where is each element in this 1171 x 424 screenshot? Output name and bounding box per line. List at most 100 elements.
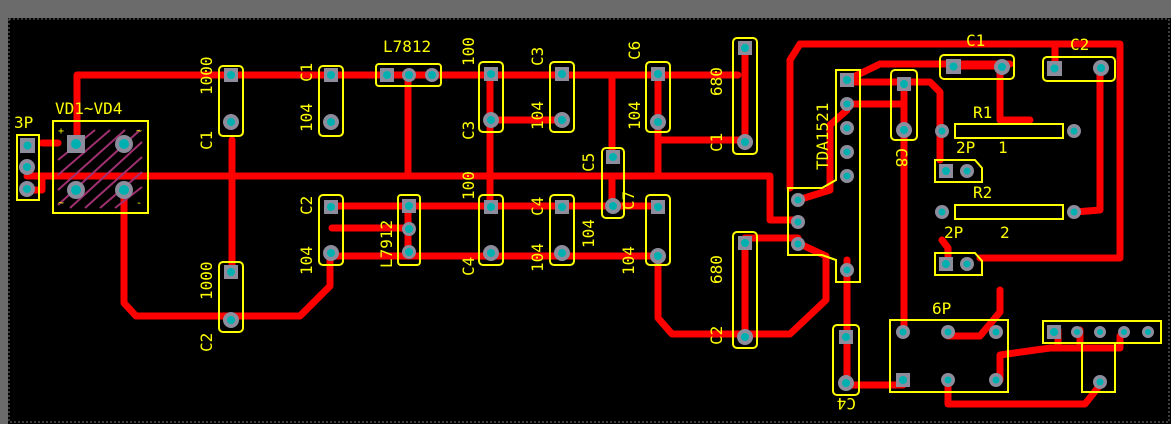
pad — [224, 68, 238, 82]
conn-2p-2-outline — [934, 252, 983, 276]
pad — [1047, 325, 1061, 339]
c1-680-val: 680 — [707, 67, 726, 96]
pad — [483, 245, 499, 261]
pad — [838, 375, 854, 391]
pad — [380, 68, 394, 82]
r1-outline — [954, 123, 1064, 139]
c1-1000-ref: C1 — [197, 131, 216, 150]
c7-val: 104 — [619, 246, 638, 275]
pad — [19, 181, 35, 197]
c2-right-ref: C2 — [1070, 35, 1089, 54]
r1-ref: R1 — [973, 103, 992, 122]
r2-ref: R2 — [973, 183, 992, 202]
conn-3p-label: 3P — [14, 113, 33, 132]
pad — [67, 181, 85, 199]
pad — [840, 263, 854, 277]
c5-outline — [601, 147, 625, 219]
pad — [650, 114, 666, 130]
pad — [223, 114, 239, 130]
c2-1000-outline — [218, 261, 244, 333]
c1-680-outline — [732, 37, 758, 155]
c3-104-ref: C3 — [528, 47, 547, 66]
c4-bottom-ref: C4 — [837, 394, 856, 413]
c5-val: 104 — [579, 219, 598, 248]
c6-val: 104 — [625, 101, 644, 130]
c1-right-ref: C1 — [966, 31, 985, 50]
c4-100-ref: C4 — [459, 257, 478, 276]
c4-100-val: 100 — [459, 171, 478, 200]
pad — [224, 265, 238, 279]
pad — [1067, 124, 1081, 138]
pad — [791, 193, 805, 207]
conn-6p-outline — [889, 319, 1009, 393]
pad — [20, 138, 35, 153]
pad — [323, 114, 339, 130]
pad — [402, 199, 416, 213]
pad — [896, 122, 912, 138]
silkscreen-text: 3P VD1~VD4 C1 1000 C2 1000 C1 104 C2 104… — [14, 31, 1089, 413]
pad — [1067, 205, 1081, 219]
pad — [738, 236, 752, 250]
conn-2p-2-num: 2 — [1000, 223, 1010, 242]
pad — [115, 135, 133, 153]
pad — [897, 77, 911, 91]
pad — [483, 112, 499, 128]
pad — [606, 150, 620, 164]
conn-2p-2-label: 2P — [944, 223, 963, 242]
silkscreen — [16, 37, 1162, 396]
pad — [941, 325, 955, 339]
pad — [650, 248, 666, 264]
pad — [651, 67, 665, 81]
pad — [840, 73, 854, 87]
c1-1000-val: 1000 — [197, 56, 216, 95]
pad — [840, 121, 854, 135]
pad — [737, 329, 753, 345]
c1-1000-outline — [218, 65, 244, 137]
pad — [484, 200, 498, 214]
board-background — [8, 18, 1171, 424]
pad — [223, 312, 239, 328]
tilde-mark: ~ — [58, 198, 64, 209]
pad — [605, 198, 621, 214]
pad — [791, 215, 805, 229]
tda1521-label: TDA1521 — [813, 103, 832, 170]
conn-2p-1-label: 2P — [956, 138, 975, 157]
c4-104-outline — [549, 194, 575, 266]
c1-680-ref: C1 — [707, 133, 726, 152]
c1-104-val: 104 — [297, 103, 316, 132]
c4-bottom-outline — [832, 324, 860, 396]
pad — [555, 200, 569, 214]
c2-right-outline — [1042, 56, 1116, 82]
pad — [115, 181, 133, 199]
c8-ref: C8 — [892, 148, 911, 167]
pad — [935, 205, 949, 219]
tilde-mark: ~ — [136, 126, 142, 137]
c2-680-outline — [732, 231, 758, 349]
conn-2p-1-outline — [934, 159, 983, 183]
pad — [1093, 375, 1107, 389]
c6-outline — [645, 61, 671, 133]
pad — [960, 257, 974, 271]
c3-104-outline — [549, 61, 575, 133]
pad — [935, 124, 949, 138]
pad — [554, 112, 570, 128]
l7912-label: L7912 — [377, 220, 396, 268]
conn-right-a-outline — [1042, 320, 1162, 344]
pad — [1118, 326, 1130, 338]
pad — [840, 97, 854, 111]
c2-104-ref: C2 — [297, 196, 316, 215]
c4-104-val: 104 — [528, 243, 547, 272]
pad — [994, 59, 1010, 75]
c1-right-outline — [939, 54, 1015, 80]
c4-100-outline — [478, 194, 504, 266]
c6-ref: C6 — [625, 41, 644, 60]
conn-3p-outline — [16, 134, 40, 201]
pad — [1093, 60, 1109, 76]
c1-104-ref: C1 — [297, 63, 316, 82]
l7812-label: L7812 — [383, 37, 431, 56]
conn-right-b-outline — [1081, 343, 1116, 393]
pad — [896, 373, 910, 387]
pad — [960, 164, 974, 178]
pad — [737, 134, 753, 150]
polarity-marks: + ~ ~ - — [58, 126, 142, 209]
